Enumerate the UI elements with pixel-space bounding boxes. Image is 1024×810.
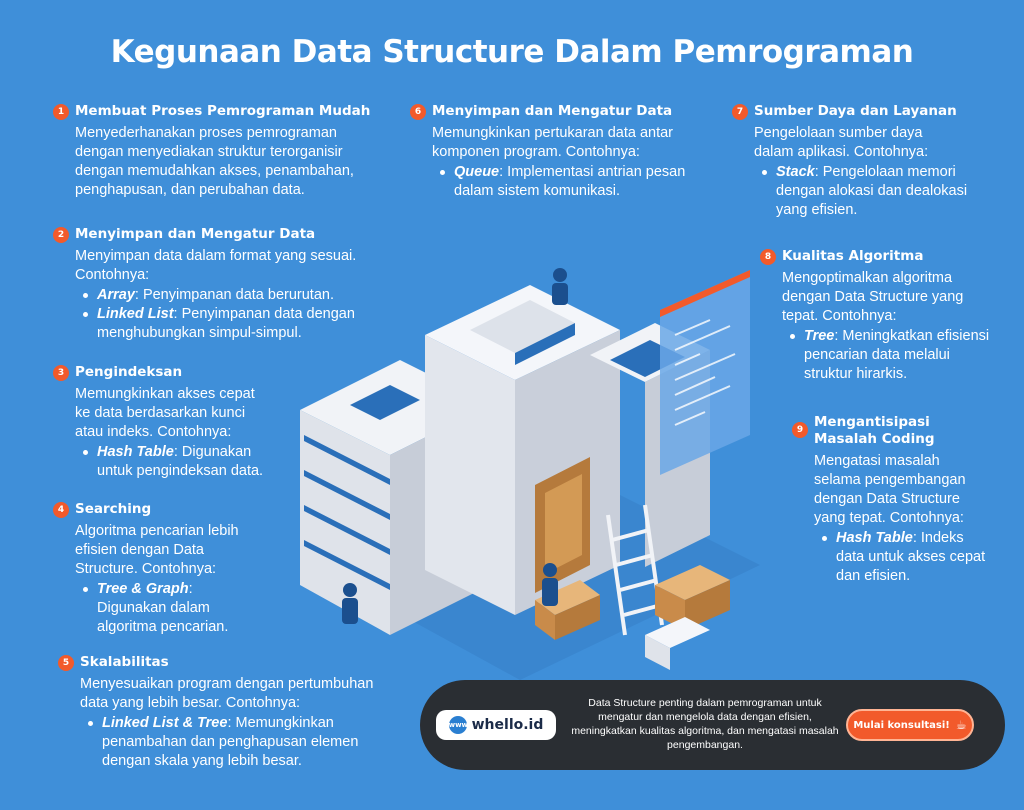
bullet-text: : Meningkatkan efisiensi pencarian data …: [804, 328, 990, 382]
consult-button[interactable]: Mulai konsultasi! ☕: [846, 709, 974, 741]
body-line: Algoritma pencarian lebih: [75, 523, 239, 539]
bullet-term: Tree: [804, 328, 835, 344]
section-6: 6 Menyimpan dan Mengatur Data Memungkinka…: [410, 103, 722, 201]
section-heading: Menyimpan dan Mengatur Data: [432, 103, 673, 119]
bullet-text: : Digunakan dalam algoritma pencarian.: [97, 581, 229, 635]
server-illustration: [300, 268, 760, 680]
body-line: Mengoptimalkan algoritma: [782, 270, 953, 286]
body-line: penghapusan, dan perubahan data.: [75, 182, 305, 198]
bullet-term: Queue: [454, 164, 500, 180]
section-heading: Pengindeksan: [75, 364, 183, 380]
section-number: 9: [792, 422, 808, 438]
bullet-term: Tree & Graph: [97, 581, 189, 597]
body-line: dalam aplikasi. Contohnya:: [754, 144, 929, 160]
section-8: 8 Kualitas Algoritma Mengoptimalkan algor…: [760, 248, 997, 384]
section-2: 2 Menyimpan dan Mengatur Data Menyimpan d…: [53, 226, 400, 343]
body-line: selama pengembangan: [814, 472, 966, 488]
body-line: dengan memudahkan akses, penambahan,: [75, 163, 354, 179]
body-line: atau indeks. Contohnya:: [75, 424, 232, 440]
people: [342, 268, 568, 624]
bullet-text: : Memungkinkan penambahan dan penghapusa…: [102, 715, 359, 769]
section-7: 7 Sumber Daya dan Layanan Pengelolaan sum…: [732, 103, 984, 220]
list-item: Stack: Pengelolaan memori dengan alokasi…: [754, 163, 984, 220]
section-heading: Mengantisipasi Masalah Coding: [814, 414, 935, 447]
bullet-term: Array: [97, 287, 135, 303]
bullet-text: : Digunakan untuk pengindeksan data.: [97, 444, 264, 479]
body-line: tepat. Contohnya:: [782, 308, 897, 324]
bullet-term: Hash Table: [97, 444, 174, 460]
bullet-text: : Penyimpanan data dengan menghubungkan …: [97, 306, 355, 341]
body-line: Menyimpan data dalam format yang sesuai.: [75, 248, 357, 264]
body-line: Memungkinkan akses cepat: [75, 386, 255, 402]
body-line: dengan menyediakan struktur terorganisir: [75, 144, 343, 160]
body-line: ke data berdasarkan kunci: [75, 405, 246, 421]
list-item: Linked List & Tree: Memungkinkan penamba…: [80, 714, 410, 771]
bullet-text: : Penyimpanan data berurutan.: [134, 287, 334, 303]
body-line: yang tepat. Contohnya:: [814, 510, 964, 526]
section-9: 9 Mengantisipasi Masalah Coding Mengatasi…: [792, 414, 994, 586]
section-heading: Menyimpan dan Mengatur Data: [75, 226, 316, 242]
section-heading: Membuat Proses Pemrograman Mudah: [75, 103, 371, 119]
section-5: 5 Skalabilitas Menyesuaikan program denga…: [58, 654, 410, 771]
page-title: Kegunaan Data Structure Dalam Pemrograma…: [110, 34, 914, 70]
footer-text: Data Structure penting dalam pemrograman…: [571, 697, 839, 751]
section-heading: Searching: [75, 501, 152, 517]
list-item: Tree & Graph: Digunakan dalam algoritma …: [75, 580, 265, 637]
section-heading: Sumber Daya dan Layanan: [754, 103, 957, 119]
section-number: 2: [53, 227, 69, 243]
body-line: dengan Data Structure: [814, 491, 960, 507]
footer-bar: www whello.id Data Structure penting dal…: [420, 680, 1005, 770]
list-item: Queue: Implementasi antrian pesan dalam …: [432, 163, 722, 201]
section-3: 3 Pengindeksan Memungkinkan akses cepat k…: [53, 364, 290, 481]
list-item: Linked List: Penyimpanan data dengan men…: [75, 305, 400, 343]
section-heading: Kualitas Algoritma: [782, 248, 924, 264]
body-line: data yang lebih besar. Contohnya:: [80, 695, 301, 711]
body-line: Structure. Contohnya:: [75, 561, 217, 577]
body-line: efisien dengan Data: [75, 542, 204, 558]
list-item: Tree: Meningkatkan efisiensi pencarian d…: [782, 327, 997, 384]
list-item: Hash Table: Digunakan untuk pengindeksan…: [75, 443, 290, 481]
section-number: 1: [53, 104, 69, 120]
body-line: Menyederhanakan proses pemrograman: [75, 125, 337, 141]
section-number: 5: [58, 655, 74, 671]
section-number: 3: [53, 365, 69, 381]
bullet-term: Hash Table: [836, 530, 913, 546]
section-4: 4 Searching Algoritma pencarian lebih efi…: [53, 501, 265, 637]
body-line: dengan Data Structure yang: [782, 289, 964, 305]
section-number: 7: [732, 104, 748, 120]
center-server: [425, 285, 620, 615]
section-1: 1 Membuat Proses Pemrograman Mudah Menyed…: [53, 103, 405, 200]
section-heading: Skalabilitas: [80, 654, 169, 670]
bullet-text: : Pengelolaan memori dengan alokasi dan …: [776, 164, 968, 218]
body-line: Pengelolaan sumber daya: [754, 125, 923, 141]
cardboard-boxes: [535, 565, 730, 670]
brand-name: whello.id: [471, 717, 544, 733]
body-line: Mengatasi masalah: [814, 453, 940, 469]
coffee-cup-icon: ☕: [955, 718, 967, 732]
section-number: 8: [760, 249, 776, 265]
body-line: Menyesuaikan program dengan pertumbuhan: [80, 676, 374, 692]
body-line: Memungkinkan pertukaran data antar: [432, 125, 674, 141]
body-line: Contohnya:: [75, 267, 150, 283]
list-item: Hash Table: Indeks data untuk akses cepa…: [814, 529, 994, 586]
consult-button-label: Mulai konsultasi!: [853, 719, 950, 731]
globe-icon: www: [448, 716, 468, 734]
brand-badge[interactable]: www whello.id: [436, 710, 556, 740]
section-number: 6: [410, 104, 426, 120]
section-number: 4: [53, 502, 69, 518]
bullet-term: Stack: [776, 164, 815, 180]
body-line: komponen program. Contohnya:: [432, 144, 640, 160]
code-panel: [660, 270, 750, 475]
bullet-term: Linked List: [97, 306, 174, 322]
bullet-term: Linked List & Tree: [102, 715, 228, 731]
list-item: Array: Penyimpanan data berurutan.: [75, 286, 400, 305]
bullet-text: : Implementasi antrian pesan dalam siste…: [454, 164, 686, 199]
bullet-text: : Indeks data untuk akses cepat dan efis…: [836, 530, 986, 584]
